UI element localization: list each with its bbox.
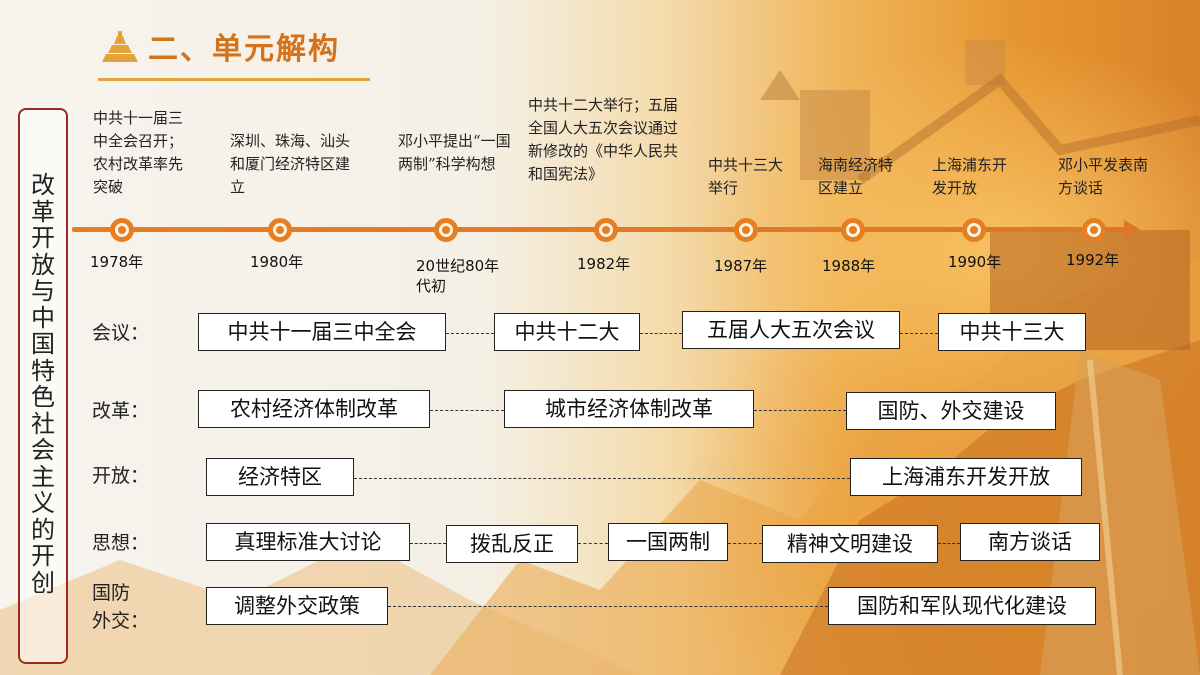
defense-box: 国防和军队现代化建设 (828, 587, 1096, 625)
great-wall-icon (102, 31, 138, 62)
timeline-event: 深圳、珠海、汕头和厦门经济特区建立 (230, 132, 351, 196)
timeline-node (841, 218, 865, 242)
reform-box: 城市经济体制改革 (504, 390, 754, 428)
row-label-reform: 改革： (92, 400, 150, 422)
thought-box: 一国两制 (608, 523, 728, 561)
connector-line (728, 543, 762, 544)
row-label-meeting: 会议： (92, 322, 150, 344)
timeline-year: 1987年 (714, 257, 768, 275)
timeline-year: 1988年 (822, 257, 876, 275)
row-label-thought: 思想： (92, 532, 150, 554)
reform-box: 农村经济体制改革 (198, 390, 430, 428)
title-underline (98, 78, 370, 81)
side-label-box: 改革开放与中国特色社会主义的开创 (18, 108, 68, 664)
row-label-defense: 国防 (92, 582, 131, 604)
timeline-year: 1992年 (1066, 251, 1120, 269)
connector-line (446, 333, 494, 334)
timeline-event: 邓小平发表南方谈话 (1058, 156, 1149, 197)
opening-box: 经济特区 (206, 458, 354, 496)
timeline-node (1082, 218, 1106, 242)
connector-line (900, 333, 938, 334)
timeline-node (962, 218, 986, 242)
connector-line (754, 410, 846, 411)
connector-line (410, 543, 446, 544)
timeline-year: 1980年 (250, 253, 304, 271)
timeline-event: 邓小平提出“一国两制”科学构想 (398, 132, 511, 173)
timeline-event: 中共十三大举行 (708, 156, 784, 197)
timeline-arrow-icon (1124, 220, 1140, 238)
timeline-node (594, 218, 618, 242)
row-label-diplomacy: 外交： (92, 610, 150, 632)
meeting-box: 五届人大五次会议 (682, 311, 900, 349)
connector-line (578, 543, 608, 544)
meeting-box: 中共十二大 (494, 313, 640, 351)
timeline-event: 海南经济特区建立 (818, 156, 894, 197)
connector-line (388, 606, 828, 607)
opening-box: 上海浦东开发开放 (850, 458, 1082, 496)
timeline-event: 中共十二大举行；五届全国人大五次会议通过新修改的《中华人民共和国宪法》 (528, 96, 679, 183)
side-label: 改革开放与中国特色社会主义的开创 (31, 171, 55, 597)
connector-line (354, 478, 850, 479)
timeline-year: 1990年 (948, 253, 1002, 271)
page-title: 二、单元解构 (148, 32, 340, 67)
defense-box: 调整外交政策 (206, 587, 388, 625)
thought-box: 真理标准大讨论 (206, 523, 410, 561)
timeline-event: 上海浦东开发开放 (932, 156, 1008, 197)
connector-line (430, 410, 504, 411)
connector-line (640, 333, 682, 334)
timeline-year: 1982年 (577, 255, 631, 273)
thought-box: 南方谈话 (960, 523, 1100, 561)
timeline-node (110, 218, 134, 242)
timeline-year: 20世纪80年代初 (416, 257, 500, 295)
timeline-year: 1978年 (90, 253, 144, 271)
row-label-opening: 开放： (92, 465, 150, 487)
meeting-box: 中共十三大 (938, 313, 1086, 351)
reform-box: 国防、外交建设 (846, 392, 1056, 430)
thought-box: 精神文明建设 (762, 525, 938, 563)
connector-line (938, 543, 960, 544)
thought-box: 拨乱反正 (446, 525, 578, 563)
timeline-event: 中共十一届三中全会召开；农村改革率先突破 (93, 109, 184, 196)
meeting-box: 中共十一届三中全会 (198, 313, 446, 351)
timeline-node (734, 218, 758, 242)
timeline-node (268, 218, 292, 242)
timeline-node (434, 218, 458, 242)
